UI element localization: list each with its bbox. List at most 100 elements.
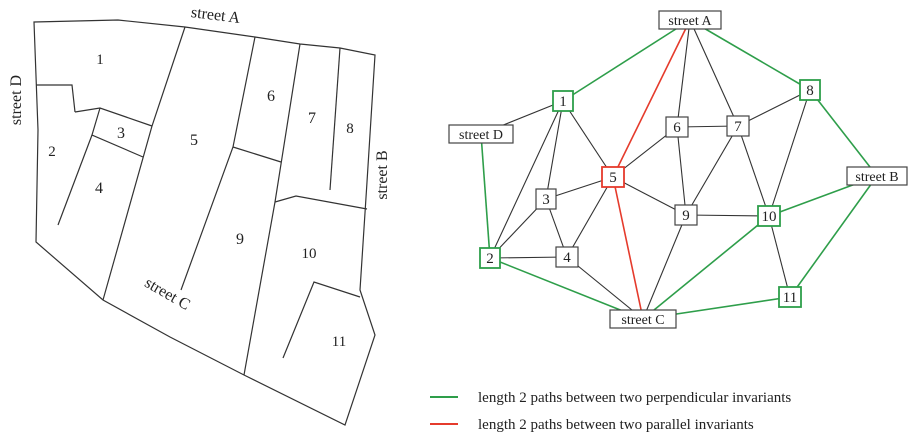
graph-node-box <box>674 204 698 226</box>
lot-label-9: 9 <box>236 231 244 248</box>
graph-edge-A-6 <box>676 19 691 128</box>
graph-edge-8-B <box>809 89 878 177</box>
lot-line <box>232 146 282 163</box>
graph-edge-D-2 <box>480 133 491 259</box>
map-outer-boundary <box>33 19 376 426</box>
graph-node-label: 10 <box>762 209 777 225</box>
graph-node-box <box>726 115 750 137</box>
graph-node-10: 10 <box>757 205 781 227</box>
lot-line <box>282 281 361 359</box>
graph-edge-7-9 <box>685 125 739 216</box>
graph-node-b: street B <box>846 166 908 186</box>
graph-node-box <box>609 309 677 329</box>
lot-line <box>36 84 76 113</box>
lot-line <box>180 36 256 291</box>
graph-edge-7-10 <box>737 125 770 217</box>
graph-edge-A-5 <box>612 19 691 178</box>
graph-node-label: 2 <box>486 251 494 267</box>
graph-edge-9-C <box>642 214 687 320</box>
street-label-d: street D <box>8 75 25 125</box>
graph-node-box <box>665 116 689 138</box>
graph-node-label: 11 <box>783 290 797 306</box>
lot-label-10: 10 <box>302 246 317 262</box>
parcel-map: 1 2 3 4 5 6 7 8 9 10 11 street A street … <box>8 4 391 426</box>
graph-node-box <box>555 246 579 268</box>
graph-node-box <box>778 286 802 308</box>
lot-line <box>74 107 153 127</box>
graph-node-a: street A <box>658 10 722 30</box>
graph-edge-A-1 <box>562 19 691 102</box>
graph-edges <box>480 19 878 320</box>
street-label-a: street A <box>190 4 241 27</box>
graph-node-5: 5 <box>601 166 625 188</box>
graph-node-label: 6 <box>673 120 681 136</box>
graph-node-box <box>658 10 722 30</box>
graph-nodes: street A street D street B street C 1 2 3 4 5 6 7 8… <box>448 10 908 329</box>
graph-node-6: 6 <box>665 116 689 138</box>
street-label-b: street B <box>374 150 391 199</box>
graph-edge-1-2 <box>489 100 564 259</box>
lot-label-3: 3 <box>117 125 125 142</box>
legend-text-parallel: length 2 paths between two parallel inva… <box>478 417 754 433</box>
graph-node-box <box>448 124 514 144</box>
graph-node-4: 4 <box>555 246 579 268</box>
graph-edge-6-9 <box>676 126 687 216</box>
lot-line <box>57 134 93 226</box>
lot-label-5: 5 <box>190 132 198 149</box>
graph-node-label: street A <box>668 14 712 29</box>
lot-label-6: 6 <box>267 88 275 105</box>
graph-node-box <box>757 205 781 227</box>
graph-node-box <box>601 166 625 188</box>
graph-edge-7-8 <box>737 89 811 127</box>
legend: length 2 paths between two perpendicular… <box>430 390 791 433</box>
street-label-c: street C <box>142 274 193 313</box>
graph-node-box <box>479 247 501 269</box>
graph-node-box <box>799 79 821 101</box>
graph-node-box <box>552 90 574 112</box>
graph-node-label: 4 <box>563 250 571 266</box>
graph-edge-10-C <box>642 215 770 320</box>
lot-label-8: 8 <box>346 121 354 137</box>
lot-label-7: 7 <box>308 110 316 127</box>
graph-node-11: 11 <box>778 286 802 308</box>
graph-node-label: 9 <box>682 208 690 224</box>
graph-node-label: street B <box>855 170 898 185</box>
graph-edge-5-9 <box>612 176 687 216</box>
graph-edge-11-B <box>789 175 878 298</box>
graph-edge-9-10 <box>685 214 770 217</box>
graph-edge-8-10 <box>768 89 811 217</box>
lot-label-1: 1 <box>96 52 104 68</box>
graph-edge-5-C <box>612 176 644 320</box>
graph-node-box <box>535 188 557 210</box>
lot-label-11: 11 <box>332 334 346 350</box>
graph-node-9: 9 <box>674 204 698 226</box>
graph-edge-1-5 <box>562 100 614 178</box>
graph-node-label: 7 <box>734 119 742 135</box>
lot-line <box>274 195 368 210</box>
graph-edge-10-11 <box>768 215 791 298</box>
graph-node-box <box>846 166 908 186</box>
graph-edge-2-4 <box>489 256 568 259</box>
graph-edge-4-5 <box>566 176 614 258</box>
graph-node-label: street D <box>459 128 503 143</box>
graph-node-d: street D <box>448 124 514 144</box>
lot-label-4: 4 <box>95 180 103 197</box>
graph-node-7: 7 <box>726 115 750 137</box>
graph-node-label: 8 <box>806 83 814 99</box>
adjacency-graph: street A street D street B street C 1 2 3 4 5 6 7 8… <box>448 10 908 329</box>
graph-node-label: street C <box>621 313 664 328</box>
graph-node-2: 2 <box>479 247 501 269</box>
graph-node-c: street C <box>609 309 677 329</box>
legend-text-perpendicular: length 2 paths between two perpendicular… <box>478 390 791 406</box>
graph-edge-A-8 <box>689 19 811 91</box>
graph-node-1: 1 <box>552 90 574 112</box>
graph-edge-4-C <box>566 256 644 320</box>
graph-edge-1-3 <box>545 100 564 200</box>
graph-edge-2-C <box>489 257 644 320</box>
graph-node-label: 5 <box>609 170 617 186</box>
graph-node-8: 8 <box>799 79 821 101</box>
graph-node-label: 3 <box>542 192 550 208</box>
lot-line <box>329 47 341 191</box>
graph-edge-A-7 <box>689 19 739 127</box>
